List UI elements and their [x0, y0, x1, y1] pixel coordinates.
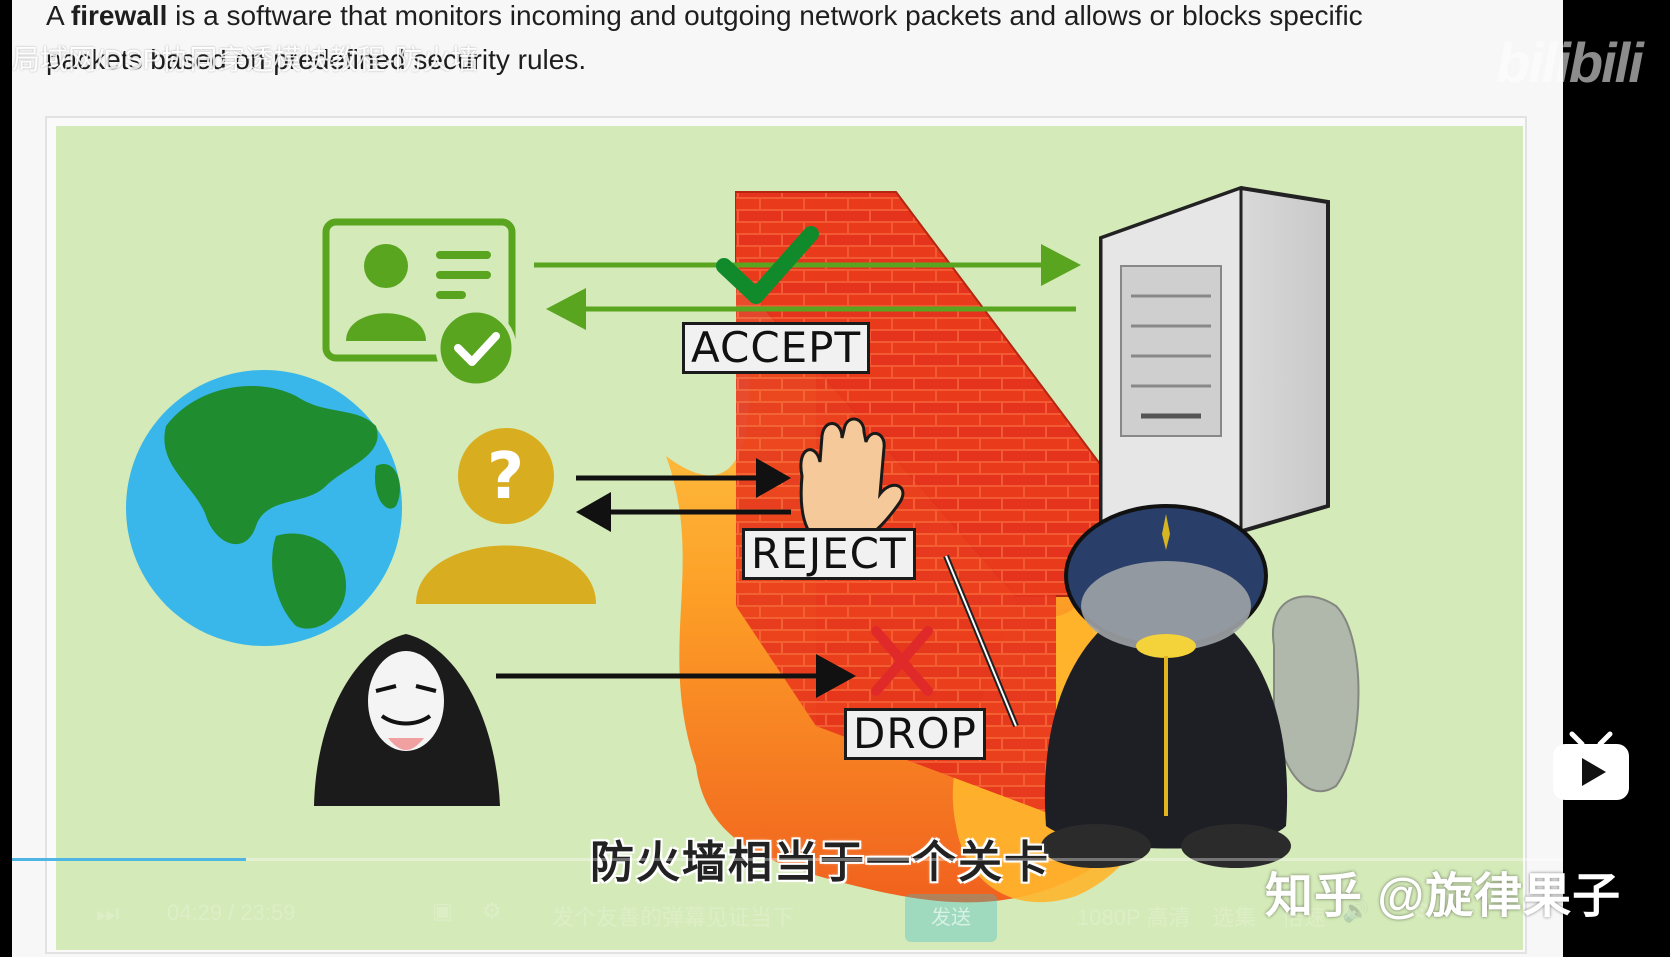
zhihu-watermark: 知乎 @旋律果子: [1265, 870, 1622, 923]
settings-icon[interactable]: ⚙: [1412, 898, 1432, 923]
desc-text: is a software that monitors incoming and…: [46, 0, 1363, 75]
danmaku-input[interactable]: 发个友善的弹幕见证当下: [552, 905, 795, 930]
volume-icon[interactable]: 🔊: [1342, 898, 1370, 923]
svg-text:?: ?: [487, 440, 524, 514]
reject-label: REJECT: [742, 528, 916, 580]
select-episode-button[interactable]: 选集: [1212, 905, 1257, 930]
desc-prefix: A: [46, 0, 71, 31]
slide-description: A firewall is a software that monitors i…: [46, 0, 1466, 82]
progress-fill: [12, 858, 246, 861]
player-controls: ⏭ 04:29 / 23:59 ▣ ⚙ 发个友善的弹幕见证当下 1080P 高清…: [12, 856, 1563, 957]
unknown-person-icon: ?: [416, 428, 596, 604]
danmaku-toggle-icon[interactable]: ▣: [432, 898, 453, 923]
id-card-icon: [322, 218, 517, 389]
video-subtitle: 防火墙相当于一个关卡: [590, 838, 1050, 887]
drop-label: DROP: [844, 708, 986, 760]
video-title-overlay: 局域网/DSP协同穿透模块教程-防火墙: [12, 44, 479, 75]
time-display: 04:29 / 23:59: [167, 900, 296, 925]
bilibili-logo: bilibili: [1496, 31, 1644, 94]
bilibili-tv-icon[interactable]: [1550, 730, 1632, 804]
server-icon: [1099, 185, 1330, 549]
penguin-guard-icon: [943, 504, 1360, 868]
drop-arrow: [496, 654, 856, 698]
globe-icon: [126, 370, 402, 646]
hacker-icon: [314, 634, 500, 806]
desc-keyword: firewall: [70, 0, 168, 31]
next-icon[interactable]: ⏭: [96, 898, 120, 928]
illustration-svg: ?: [126, 185, 1360, 903]
firewall-illustration: ?: [56, 126, 1523, 950]
drop-x-icon: [871, 626, 933, 696]
reject-arrows: [576, 458, 791, 532]
send-danmaku-button[interactable]: 发送: [905, 894, 997, 942]
video-frame[interactable]: A firewall is a software that monitors i…: [12, 0, 1563, 957]
speed-button[interactable]: 倍速: [1282, 905, 1327, 930]
danmaku-settings-icon[interactable]: ⚙: [482, 898, 502, 923]
right-black-bar: [1563, 0, 1670, 957]
check-icon: [716, 226, 819, 304]
accept-label: ACCEPT: [682, 322, 871, 374]
quality-button[interactable]: 1080P 高清: [1077, 905, 1191, 930]
progress-track[interactable]: [12, 858, 1563, 861]
